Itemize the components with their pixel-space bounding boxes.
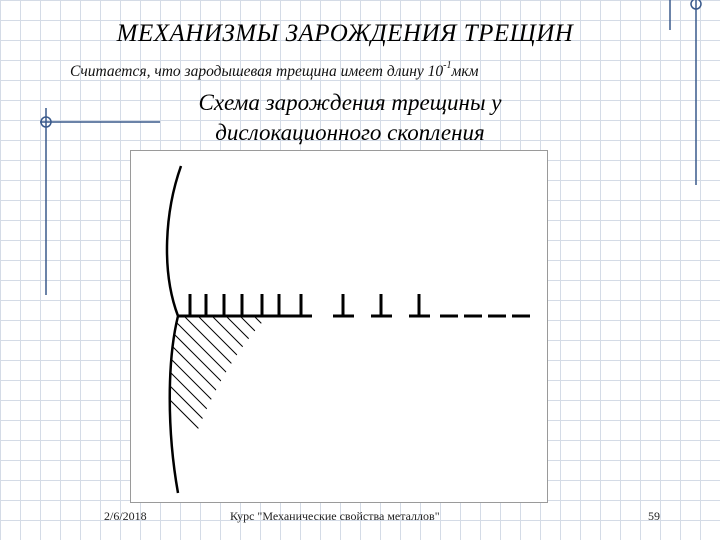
edge-dislocation	[291, 294, 312, 318]
subtitle-unit: мкм	[451, 63, 479, 81]
footer-date: 2/6/2018	[104, 509, 147, 523]
scheme-title-line-1: Схема зарождения трещины у	[198, 90, 502, 115]
scheme-title: Схема зарождения трещины у дислокационно…	[120, 88, 580, 148]
crack-nucleation-figure	[130, 150, 548, 503]
crack-hatching	[169, 316, 268, 493]
subtitle-exponent: -1	[443, 60, 452, 71]
slide-title: МЕХАНИЗМЫ ЗАРОЖДЕНИЯ ТРЕЩИН	[116, 20, 574, 47]
edge-dislocation	[371, 294, 392, 318]
footer-page-number: 59	[648, 509, 660, 523]
crack-scheme-drawing	[165, 165, 530, 494]
slide-subtitle: Считается, что зародышевая трещина имеет…	[70, 60, 479, 81]
dislocation-pileup	[188, 294, 530, 318]
edge-dislocation	[409, 294, 430, 318]
footer-course: Курс "Механические свойства металлов"	[230, 509, 440, 523]
scheme-title-line-2: дислокационного скопления	[215, 120, 485, 145]
subtitle-text: Считается, что зародышевая трещина имеет…	[70, 63, 444, 81]
grain-boundary-line	[165, 165, 183, 494]
edge-dislocation	[333, 294, 354, 318]
